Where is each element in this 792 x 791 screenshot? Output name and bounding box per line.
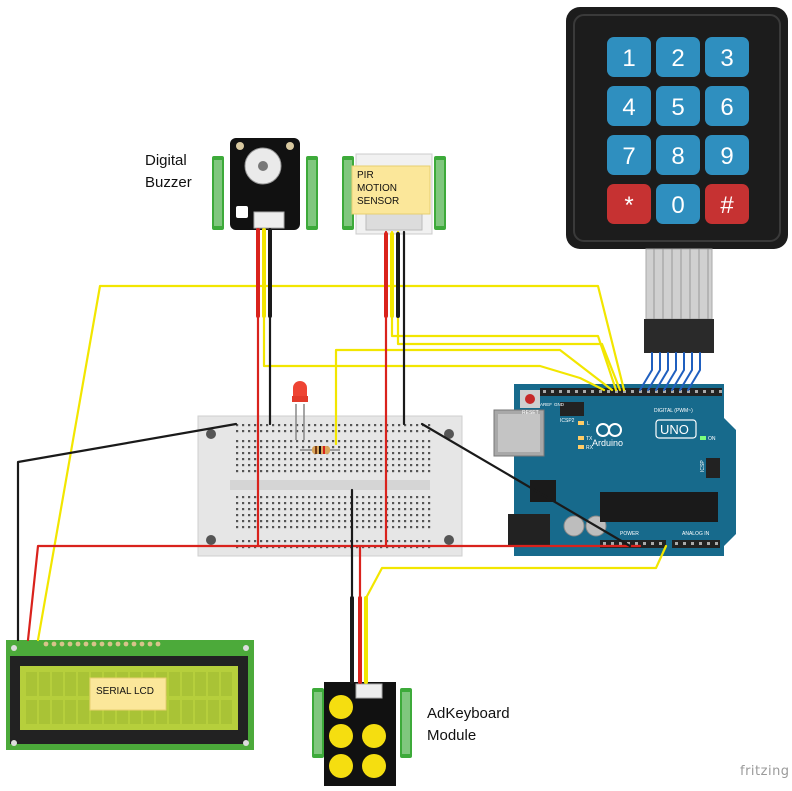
keypad-key-label: 6 [720,94,733,121]
keypad-key-label: 0 [671,192,684,219]
analog-header [672,540,720,548]
power-label: POWER [620,531,639,537]
keypad-wires [639,352,701,391]
keypad-key-6[interactable]: 6 [705,86,749,126]
adkeyboard-module [312,682,412,786]
keypad-key-label: * [624,192,633,219]
resistor [300,446,340,454]
keypad-key-label: 3 [720,45,733,72]
keypad-key-8[interactable]: 8 [656,135,700,175]
keypad-ribbon [644,248,714,353]
atmega-chip [600,492,718,522]
wires [16,228,701,684]
lcd-note [89,677,167,711]
icsp2-label: ICSP2 [560,418,575,424]
icsp-label: ICSP [700,460,706,472]
keypad-key-label: # [720,192,734,219]
rx-label: RX [586,445,594,451]
breadboard [197,415,463,557]
keypad-key-star[interactable]: * [607,184,651,224]
lcd-note-text: SERIAL LCD [96,686,154,697]
red-led [292,381,308,440]
keypad-key-label: 8 [671,143,684,170]
adkeyboard-label-line2: Module [427,727,477,744]
adkeyboard-label-line1: AdKeyboard [427,705,510,722]
keypad-key-5[interactable]: 5 [656,86,700,126]
pir-motion-sensor [342,153,446,235]
pir-note [351,165,431,215]
power-jack [508,514,550,546]
keypad-key-7[interactable]: 7 [607,135,651,175]
fritzing-watermark: fritzing [740,764,790,779]
arduino-model: UNO [660,422,689,437]
keypad-key-0[interactable]: 0 [656,184,700,224]
arduino-uno: RESET ICSP2 ICSP Arduino UNO TX RX L ON … [493,384,736,556]
keypad-keys: 1 2 3 4 5 6 7 8 9 * 0 # [607,37,749,224]
arduino-brand: Arduino [592,438,623,448]
adkey-button-1[interactable] [329,695,353,719]
keypad-key-label: 9 [720,143,733,170]
keypad-key-4[interactable]: 4 [607,86,651,126]
keypad-key-2[interactable]: 2 [656,37,700,77]
serial-lcd [6,640,254,750]
keypad-key-label: 7 [622,143,635,170]
keypad-key-label: 5 [671,94,684,121]
reset-label: RESET [522,410,539,416]
power-header [600,540,666,548]
buzzer-label-line2: Buzzer [145,174,192,191]
keypad-key-label: 1 [622,45,635,72]
l-label: L [587,421,590,427]
gnd-label: GND [554,402,565,407]
pir-note-line3: SENSOR [357,196,400,207]
adkey-button-4[interactable] [329,754,353,778]
keypad-key-3[interactable]: 3 [705,37,749,77]
keypad-key-9[interactable]: 9 [705,135,749,175]
keypad-key-1[interactable]: 1 [607,37,651,77]
digital-label: DIGITAL (PWM~) [654,408,693,414]
led-dome [293,381,307,396]
digital-buzzer-module [212,138,318,230]
adkey-button-2[interactable] [329,724,353,748]
adkey-button-5[interactable] [362,754,386,778]
pir-note-line1: PIR [357,170,374,181]
analog-label: ANALOG IN [682,531,710,537]
keypad-key-label: 4 [622,94,635,121]
aref-label: AREF [540,402,552,407]
adkey-button-3[interactable] [362,724,386,748]
keypad: 1 2 3 4 5 6 7 8 9 * 0 # [566,7,788,353]
tx-label: TX [586,436,593,442]
buzzer-label-line1: Digital [145,152,187,169]
arduino-logo [596,423,622,437]
keypad-key-hash[interactable]: # [705,184,749,224]
on-label: ON [708,436,716,442]
keypad-connector [644,319,714,353]
pir-note-line2: MOTION [357,183,397,194]
keypad-key-label: 2 [671,45,684,72]
